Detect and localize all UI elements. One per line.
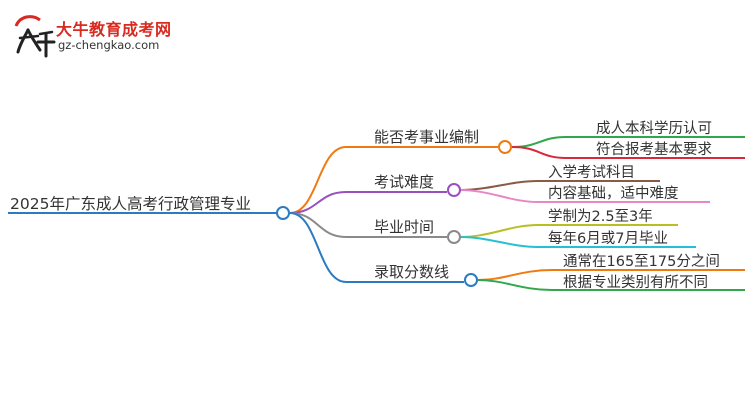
branch-label-3: 毕业时间 — [374, 218, 434, 236]
branch-connector-2 — [289, 191, 347, 214]
leaf-label-3-2: 每年6月或7月毕业 — [548, 230, 668, 247]
root-label: 2025年广东成人高考行政管理专业 — [10, 195, 251, 213]
branch-label-1: 能否考事业编制 — [374, 128, 479, 146]
root-node-toggle[interactable] — [276, 206, 290, 220]
leaf-connector-3-2 — [459, 236, 539, 248]
leaf-label-3-1: 学制为2.5至3年 — [548, 208, 653, 225]
leaf-connector-2-1 — [459, 180, 539, 191]
leaf-label-1-2: 符合报考基本要求 — [596, 141, 712, 158]
branch-node-toggle-4[interactable] — [464, 273, 478, 287]
leaf-connector-1-2 — [511, 146, 567, 159]
leaf-label-4-1: 通常在165至175分之间 — [563, 253, 720, 270]
leaf-label-2-2: 内容基础，适中难度 — [548, 185, 679, 202]
bull-mascot-icon — [14, 15, 56, 58]
leaf-label-1-1: 成人本科学历认可 — [596, 120, 712, 137]
branch-node-toggle-2[interactable] — [447, 183, 461, 197]
logo-name: 大牛教育成考网 — [56, 20, 172, 39]
branch-node-toggle-1[interactable] — [498, 140, 512, 154]
leaf-connector-3-1 — [459, 224, 539, 238]
leaf-label-2-1: 入学考试科目 — [548, 164, 635, 181]
branch-node-toggle-3[interactable] — [447, 230, 461, 244]
leaf-label-4-2: 根据专业类别有所不同 — [563, 274, 708, 291]
branch-connector-4 — [289, 212, 347, 283]
branch-connector-1 — [289, 146, 347, 214]
leaf-connector-4-2 — [477, 279, 553, 291]
branch-label-2: 考试难度 — [374, 173, 434, 191]
branch-label-4: 录取分数线 — [374, 263, 449, 281]
leaf-connector-1-1 — [511, 136, 567, 148]
logo-url: gz-chengkao.com — [58, 38, 160, 52]
leaf-connector-4-1 — [477, 269, 553, 281]
site-logo[interactable]: 大牛教育成考网 gz-chengkao.com — [10, 12, 172, 60]
leaf-connector-2-2 — [459, 189, 539, 203]
